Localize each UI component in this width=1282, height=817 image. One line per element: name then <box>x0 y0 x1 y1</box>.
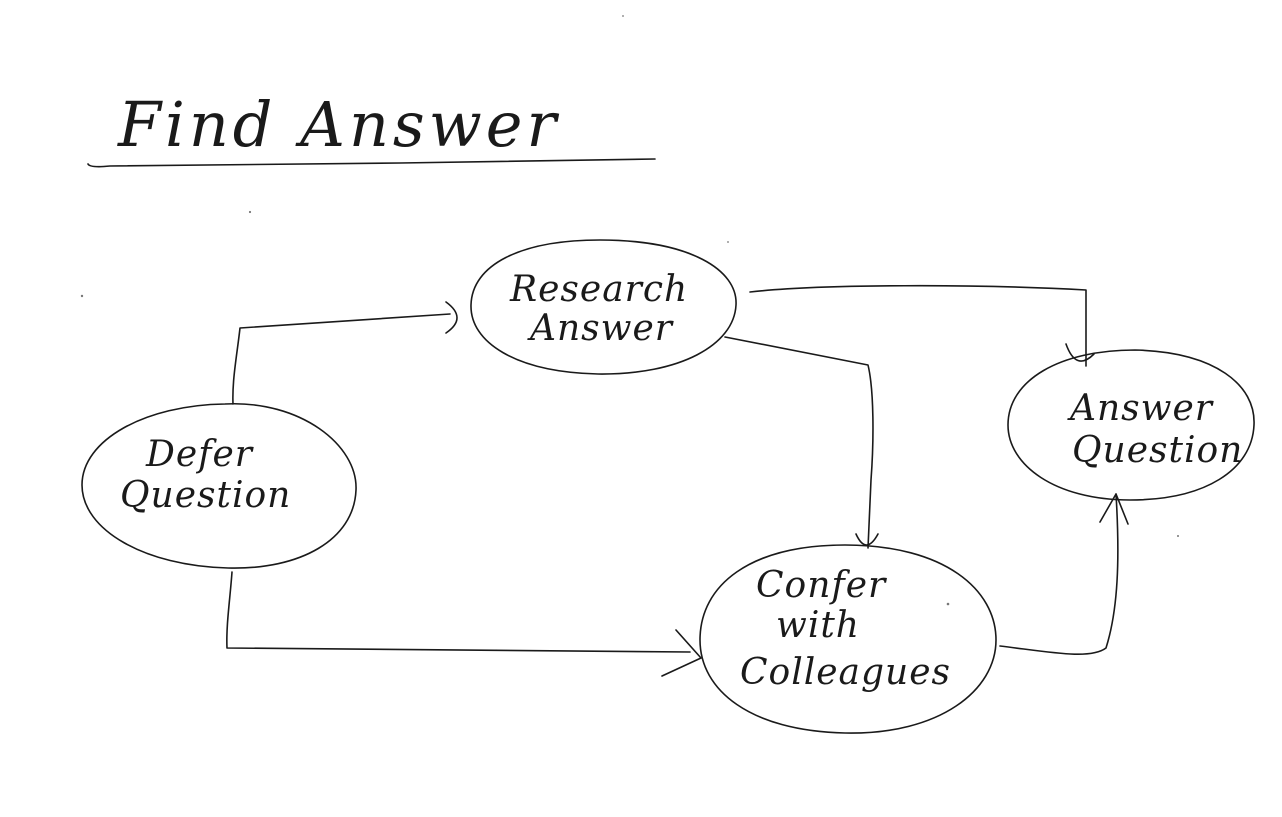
edge-confer-to-answer <box>999 493 1119 656</box>
node-answer-question-line2: Question <box>1072 430 1243 471</box>
scan-speck <box>946 602 950 606</box>
scan-speck <box>727 241 729 243</box>
edge-defer-to-research <box>232 313 451 405</box>
node-research-answer-line1: Research <box>509 269 688 310</box>
node-answer-question-outline <box>1007 349 1255 501</box>
node-confer-line2: with <box>776 605 860 646</box>
edge-research-to-answer-arrowhead <box>1065 343 1095 362</box>
node-confer-with-colleagues-outline <box>699 544 997 734</box>
scan-speck <box>622 15 624 17</box>
edge-defer-to-confer-arrowhead <box>661 629 702 677</box>
edge-research-to-answer <box>749 284 1087 367</box>
node-confer-line3: Colleagues <box>740 652 951 693</box>
node-research-answer-line2: Answer <box>527 308 674 349</box>
node-answer-question-line1: Answer <box>1067 388 1214 429</box>
node-defer-question-line1: Defer <box>145 434 254 475</box>
node-defer-question-outline <box>81 403 357 569</box>
node-confer-with-colleagues: Confer with Colleagues <box>699 544 997 734</box>
edge-defer-to-research-arrowhead <box>445 301 458 334</box>
edge-research-to-confer <box>724 336 874 549</box>
scan-speck <box>80 294 84 298</box>
node-defer-question-line2: Question <box>120 475 291 516</box>
edge-defer-to-confer <box>226 571 691 653</box>
diagram-title: Find Answer <box>117 88 560 161</box>
scan-speck <box>1177 535 1179 537</box>
node-research-answer-outline <box>470 239 737 375</box>
node-confer-line1: Confer <box>756 565 887 606</box>
edge-research-to-confer-arrowhead <box>855 533 879 546</box>
edge-confer-to-answer-arrowhead <box>1099 493 1129 525</box>
scan-speck <box>248 210 252 214</box>
title-underline <box>87 158 656 168</box>
node-defer-question: Defer Question <box>81 403 357 569</box>
node-research-answer: Research Answer <box>470 239 737 375</box>
node-answer-question: Answer Question <box>1007 349 1255 501</box>
